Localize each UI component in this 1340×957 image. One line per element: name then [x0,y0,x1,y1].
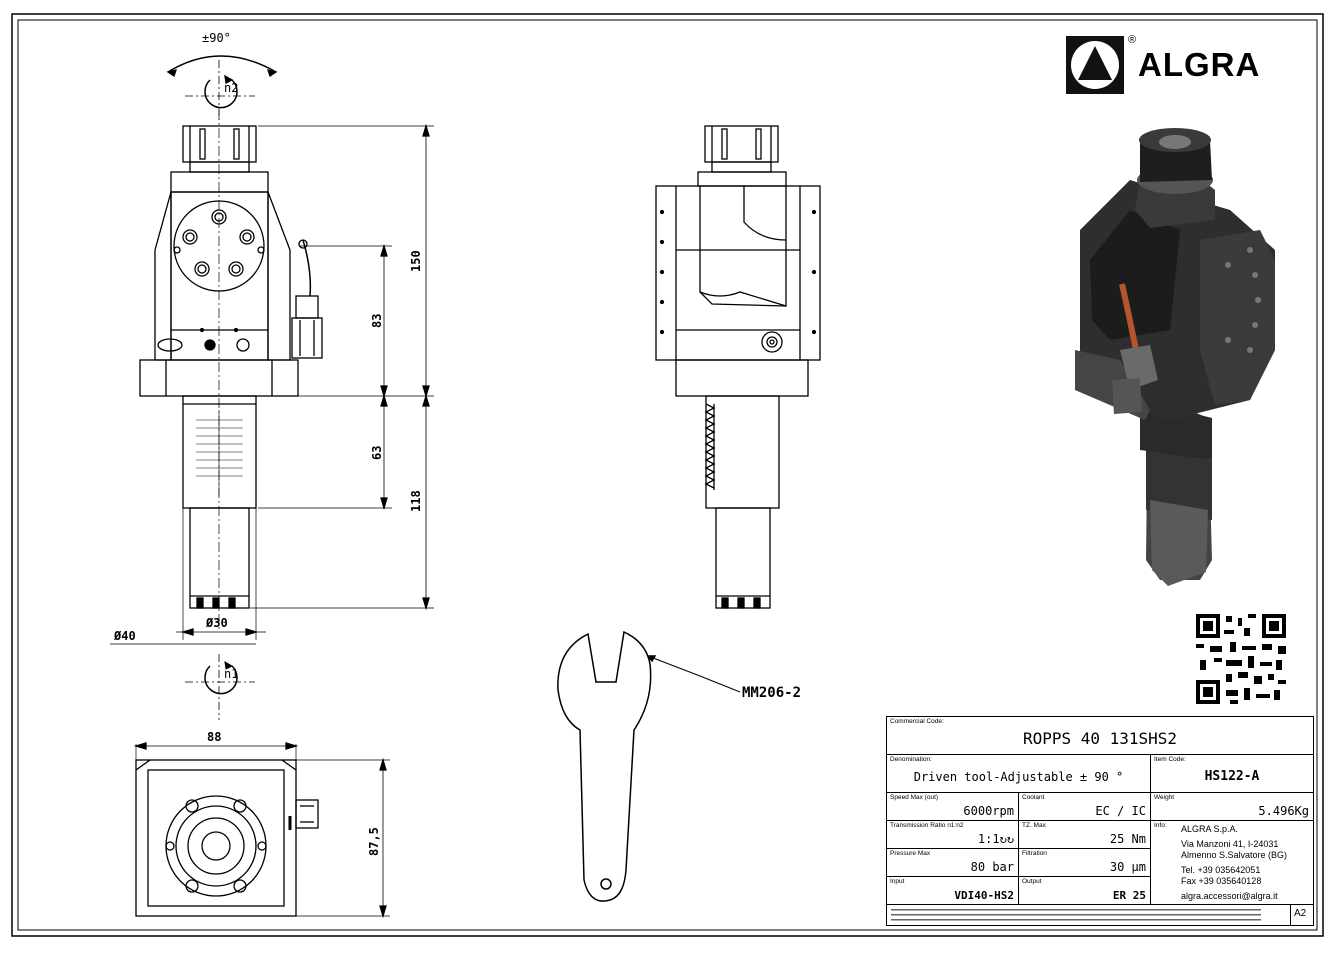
speed-value: 6000rpm [963,804,1014,818]
info-address-2: Almenno S.Salvatore (BG) [1181,850,1288,860]
weight-value: 5.496Kg [1258,804,1309,818]
side-view [655,125,821,609]
title-block: Commercial Code: ROPPS 40 131SHS2 Denomi… [886,716,1314,926]
torque-cell: TZ. Max 25 Nm [1019,821,1151,849]
coolant-cell: Coolant EC / IC [1019,793,1151,821]
item-code: HS122-A [1204,769,1260,784]
weight-label: Weight [1154,794,1175,801]
bottom-view [133,742,390,919]
ratio-cell: Transmission Ratio n1:n2 1:1↻↻ [887,821,1019,849]
torque-label: TZ. Max [1022,822,1046,829]
brand-name: ALGRA [1138,46,1261,83]
input-label: Input [890,878,905,885]
filtration-label: Filtration [1022,850,1047,857]
commercial-code: ROPPS 40 131SHS2 [1022,729,1178,748]
torque-value: 25 Nm [1109,832,1146,846]
dim-dia-30: Ø30 [205,616,228,630]
input-cell: Input VDI40-HS2 [887,877,1019,905]
speed-cell: Speed Max (out) 6000rpm [887,793,1019,821]
speed-bottom-symbol [185,654,255,720]
dim-87-5: 87,5 [367,827,381,856]
algra-logo: ® ALGRA [1066,34,1306,94]
sheet-size-cell: A2 [1291,905,1313,925]
pressure-cell: Pressure Max 80 bar [887,849,1019,877]
dim-88: 88 [207,730,221,744]
logo-triangle-icon [1066,36,1124,94]
registered-mark: ® [1128,34,1137,46]
item-code-cell: Item Code: HS122-A [1151,755,1313,793]
commercial-code-cell: Commercial Code: ROPPS 40 131SHS2 [887,717,1313,755]
speed-top-label: n2 [224,81,238,95]
input-value: VDI40-HS2 [954,889,1014,902]
info-email[interactable]: algra.accessori@algra.it [1181,891,1278,901]
output-value: ER 25 [1112,889,1146,902]
weight-cell: Weight 5.496Kg [1151,793,1313,821]
denomination-cell: Denomination: Driven tool-Adjustable ± 9… [887,755,1151,793]
coolant-value: EC / IC [1095,804,1146,818]
info-company: ALGRA S.p.A. [1181,824,1239,834]
ratio-value: 1:1↻↻ [977,832,1014,846]
coolant-label: Coolant [1022,794,1045,801]
info-label: Info: [1154,822,1167,829]
dim-63: 63 [370,446,384,460]
commercial-code-label: Commercial Code: [890,718,944,725]
ratio-label: Transmission Ratio n1:n2 [890,822,964,829]
speed-label: Speed Max (out) [890,794,939,801]
info-cell: Info: ALGRA S.p.A. Via Manzoni 41, I-240… [1151,821,1313,905]
front-view: ±90° n2 [110,31,434,645]
qr-code [1196,614,1286,704]
dim-dia-40: Ø40 [113,629,136,643]
pressure-value: 80 bar [970,860,1014,874]
product-render [1075,128,1275,586]
info-fax: Fax +39 035640128 [1181,876,1262,886]
inner-border [17,19,1318,931]
sheet-size: A2 [1294,908,1307,919]
disclaimer-strip [887,905,1291,925]
wrench-drawing [557,630,741,902]
filtration-cell: Filtration 30 μm [1019,849,1151,877]
pressure-label: Pressure Max [890,850,931,857]
denomination-label: Denomination: [890,756,932,763]
info-tel: Tel. +39 035642051 [1181,865,1261,875]
denomination: Driven tool-Adjustable ± 90 ° [913,770,1124,784]
dim-118: 118 [409,490,423,512]
info-address-1: Via Manzoni 41, I-24031 [1181,839,1279,849]
speed-bottom-label: n1 [224,667,238,681]
dim-83: 83 [370,314,384,328]
item-code-label: Item Code: [1154,756,1186,763]
filtration-value: 30 μm [1109,860,1146,874]
output-cell: Output ER 25 [1019,877,1151,905]
output-label: Output [1022,878,1042,885]
dim-150: 150 [409,250,423,272]
outer-border [11,13,1324,937]
rotation-label: ±90° [202,31,231,45]
wrench-code: MM206-2 [742,685,801,701]
